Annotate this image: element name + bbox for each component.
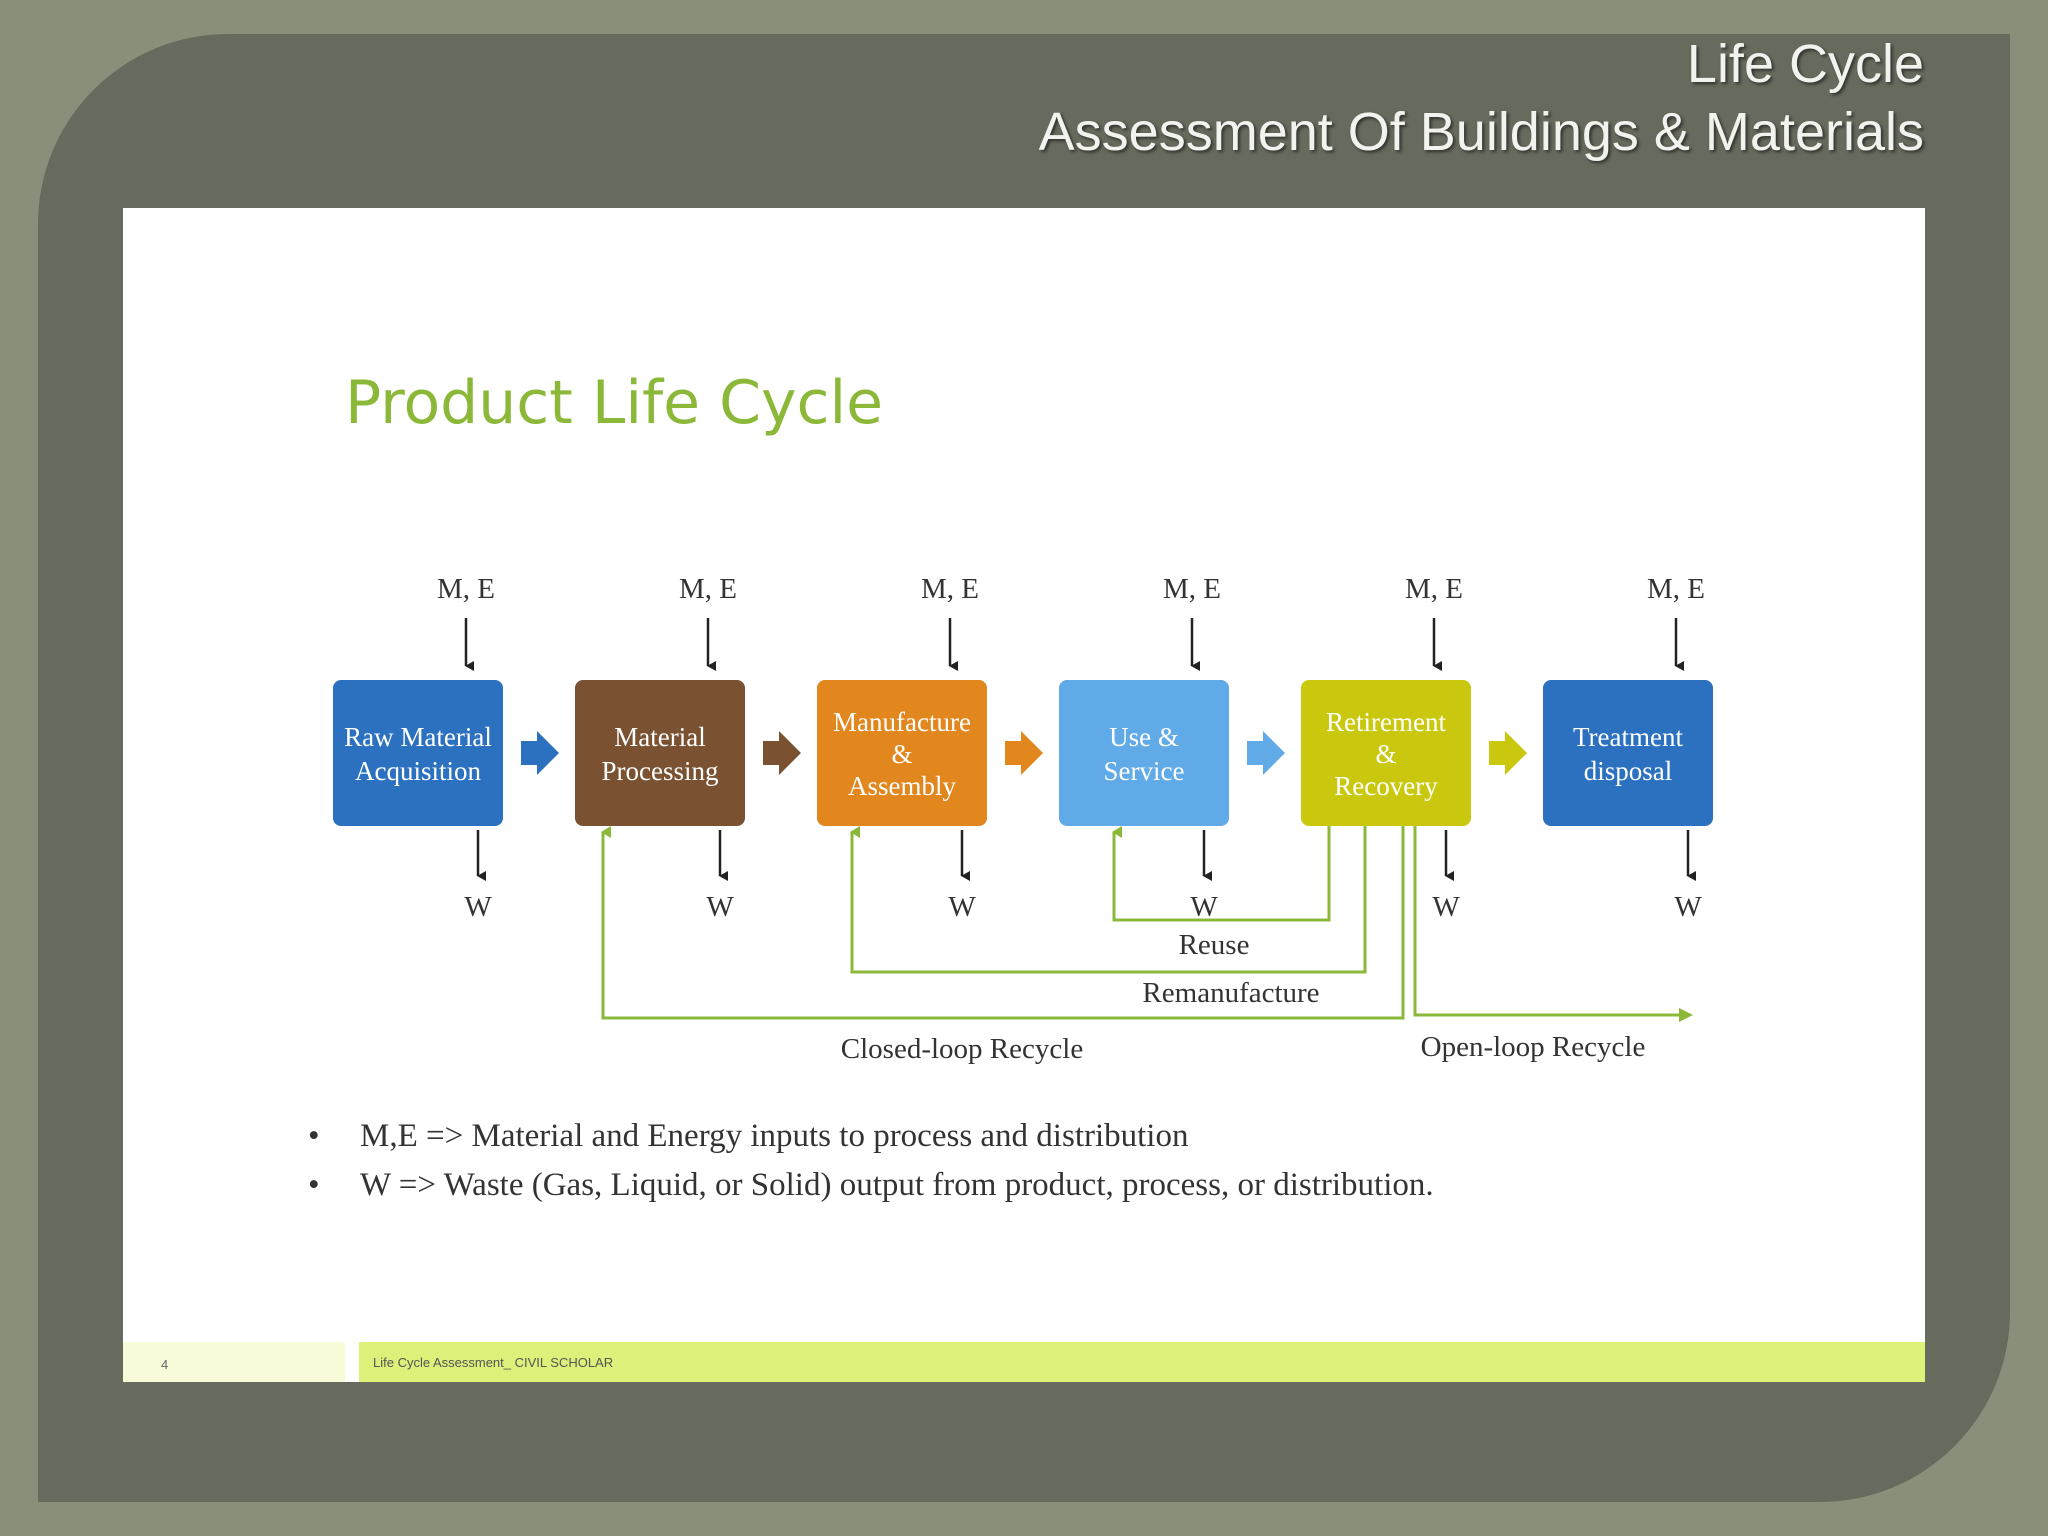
stage-label: Raw Material: [344, 722, 492, 752]
header-title: Life Cycle Assessment Of Buildings & Mat…: [1039, 30, 1924, 166]
output-label: W: [1674, 891, 1702, 923]
output-label: W: [464, 891, 492, 923]
stage-box: [1059, 680, 1229, 826]
page-number: 4: [161, 1357, 169, 1372]
stage-label: Assembly: [848, 771, 957, 801]
stage-box: [817, 680, 987, 826]
stage-box: [333, 680, 503, 826]
bullet-item: W => Waste (Gas, Liquid, or Solid) outpu…: [308, 1167, 1434, 1204]
reuse-label: Reuse: [1179, 929, 1250, 961]
open-loop-recycle-loop: [1413, 826, 1683, 1017]
stage-label: Processing: [602, 756, 719, 786]
stage-label: disposal: [1584, 756, 1673, 786]
input-label: M, E: [679, 573, 737, 605]
stage-box: [1301, 680, 1471, 826]
stage-box: [1543, 680, 1713, 826]
output-label: W: [1190, 891, 1218, 923]
slide-title: Product Life Cycle: [345, 368, 884, 438]
stage-label: &: [1375, 739, 1396, 769]
stage-label: Recovery: [1334, 771, 1438, 801]
stage-label: Use &: [1109, 722, 1179, 752]
flow-arrow: [763, 731, 801, 775]
footer-bar: Life Cycle Assessment_ CIVIL SCHOLAR: [359, 1342, 1925, 1382]
legend-bullets: M,E => Material and Energy inputs to pro…: [308, 1118, 1434, 1216]
bullet-item: M,E => Material and Energy inputs to pro…: [308, 1118, 1434, 1155]
stage-box: [575, 680, 745, 826]
stage-label: &: [891, 739, 912, 769]
footer-text: Life Cycle Assessment_ CIVIL SCHOLAR: [373, 1355, 614, 1370]
input-label: M, E: [1405, 573, 1463, 605]
stage-label: Material: [614, 722, 705, 752]
input-label: M, E: [1163, 573, 1221, 605]
stage-label: Retirement: [1326, 707, 1446, 737]
flow-arrow: [1489, 731, 1527, 775]
footer-page-number: 4: [123, 1342, 345, 1382]
remanufacture-label: Remanufacture: [1142, 977, 1319, 1009]
output-label: W: [706, 891, 734, 923]
reuse-loop: [1112, 826, 1331, 922]
input-label: M, E: [437, 573, 495, 605]
open-loop-recycle-label: Open-loop Recycle: [1421, 1031, 1646, 1063]
stage-label: Service: [1104, 756, 1185, 786]
open-loop-arrowhead: [1679, 1008, 1693, 1022]
flow-arrow: [1005, 731, 1043, 775]
input-label: M, E: [921, 573, 979, 605]
stage-label: Treatment: [1573, 722, 1683, 752]
flow-arrow: [521, 731, 559, 775]
input-label: M, E: [1647, 573, 1705, 605]
output-label: W: [1432, 891, 1460, 923]
header-title-line1: Life Cycle: [1686, 34, 1924, 94]
stage-label: Acquisition: [355, 756, 481, 786]
remanufacture-loop: [850, 826, 1367, 974]
output-label: W: [948, 891, 976, 923]
closed-loop-recycle-label: Closed-loop Recycle: [841, 1033, 1083, 1065]
flow-arrow: [1247, 731, 1285, 775]
header-title-line2: Assessment Of Buildings & Materials: [1038, 102, 1924, 162]
closed-loop-recycle-loop: [601, 826, 1405, 1020]
stage-label: Manufacture: [833, 707, 971, 737]
